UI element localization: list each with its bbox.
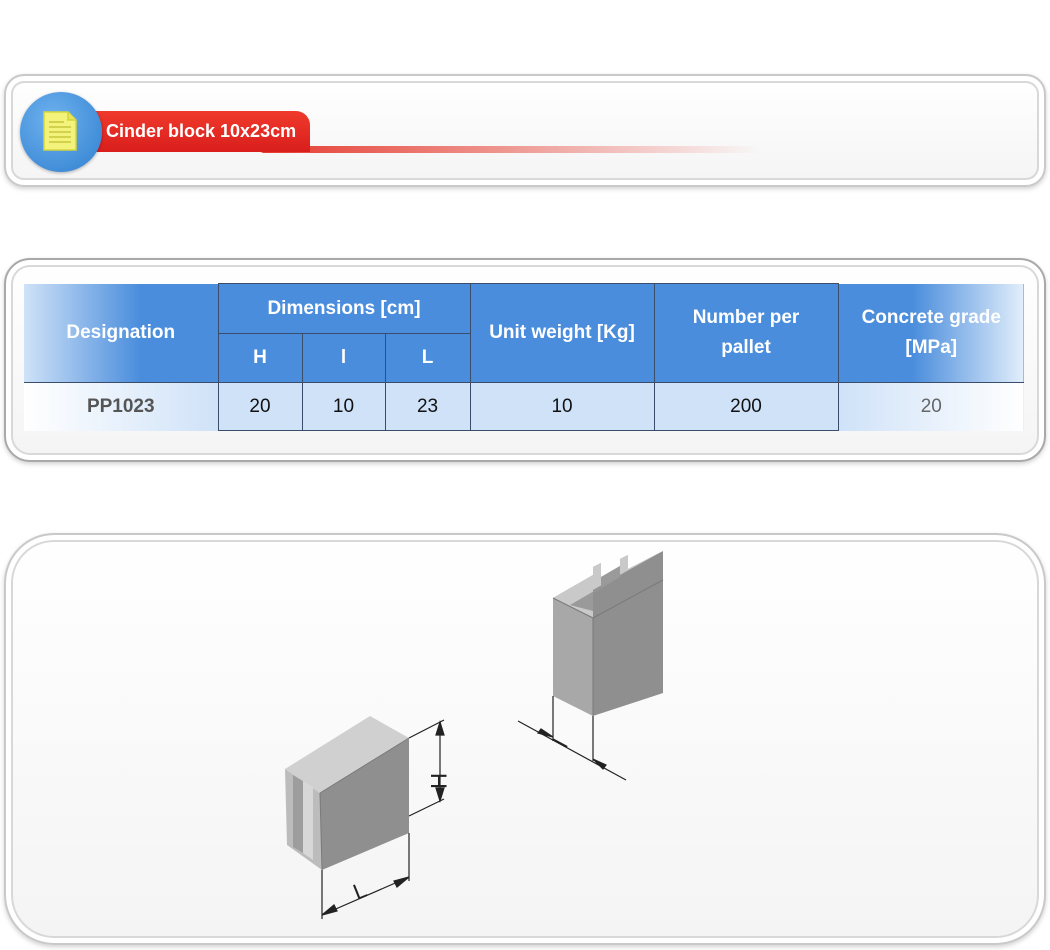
cell-number-per-pallet: 200 — [653, 382, 839, 431]
cell-designation: PP1023 — [24, 382, 219, 431]
table-row: PP1023 20 10 23 10 200 20 — [24, 382, 1025, 431]
cell-l-big: 23 — [384, 382, 471, 431]
document-badge — [20, 92, 102, 172]
length-dimension — [321, 833, 410, 919]
height-label: H — [426, 773, 451, 789]
cell-concrete-grade: 20 — [837, 382, 1025, 431]
width-label: l — [548, 735, 572, 751]
upright-block — [552, 551, 664, 716]
length-label: L — [350, 877, 371, 905]
col-l-small: l — [301, 333, 386, 383]
spec-table: Designation Dimensions [cm] Unit weight … — [24, 283, 1025, 431]
col-l-big: L — [384, 333, 471, 383]
col-unit-weight: Unit weight [Kg] — [469, 283, 655, 383]
cell-l-small: 10 — [301, 382, 386, 431]
cell-unit-weight: 10 — [469, 382, 655, 431]
cell-h: 20 — [217, 382, 303, 431]
width-dimension — [517, 696, 627, 781]
col-concrete-grade: Concrete grade [MPa] — [837, 283, 1025, 383]
col-number-per-pallet: Number per pallet — [653, 283, 839, 383]
col-dimensions: Dimensions [cm] — [217, 283, 471, 334]
lying-block — [285, 716, 410, 871]
height-dimension — [408, 719, 445, 817]
col-h: H — [217, 333, 303, 383]
page-title: Cinder block 10x23cm — [106, 121, 297, 141]
block-drawing: l H L — [285, 551, 664, 919]
drawing-panel — [4, 533, 1046, 945]
ribbon-fade — [260, 146, 760, 153]
col-designation: Designation — [24, 283, 219, 383]
document-icon — [43, 111, 77, 151]
title-ribbon: Cinder block 10x23cm — [94, 111, 310, 152]
